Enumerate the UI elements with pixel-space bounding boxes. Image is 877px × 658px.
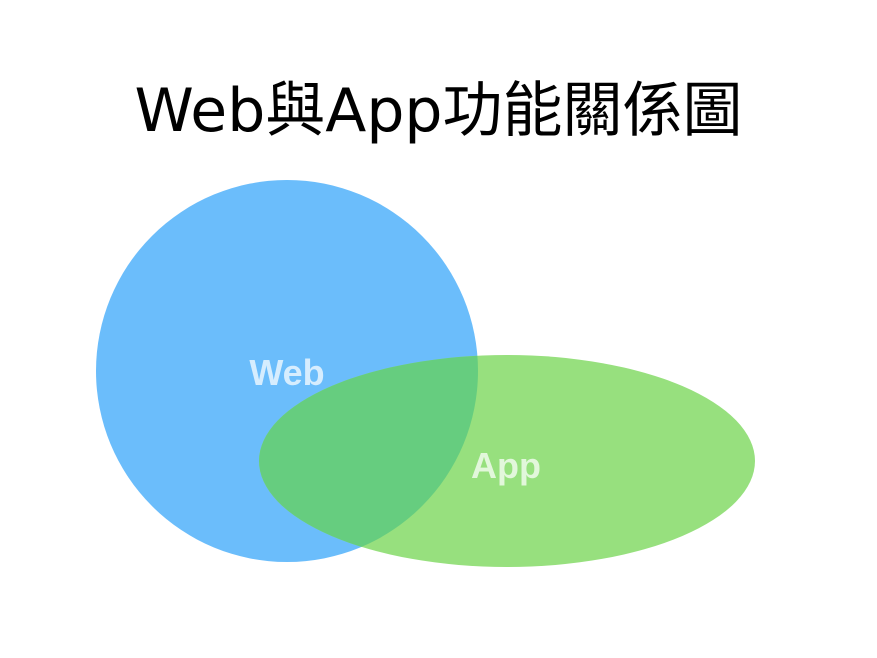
web-label: Web xyxy=(249,352,324,393)
overlap-region xyxy=(259,355,478,562)
diagram-title: Web與App功能關係圖 xyxy=(134,76,743,146)
app-label: App xyxy=(471,445,541,486)
